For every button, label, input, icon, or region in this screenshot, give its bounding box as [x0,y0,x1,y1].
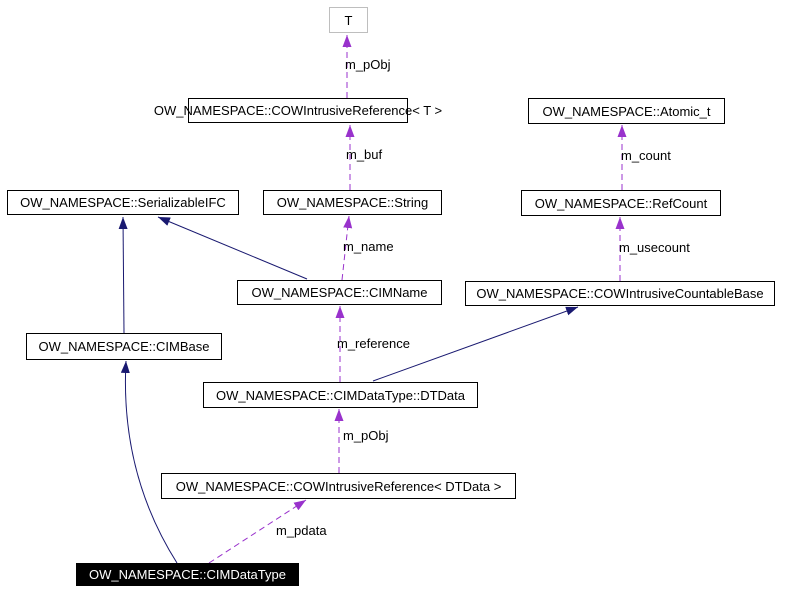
edge-label-m-pobj-t: m_pObj [345,57,391,72]
node-t: T [329,7,368,33]
node-cowintrusivecountablebase[interactable]: OW_NAMESPACE::COWIntrusiveCountableBase [465,281,775,306]
node-atomic-t[interactable]: OW_NAMESPACE::Atomic_t [528,98,725,124]
node-refcount[interactable]: OW_NAMESPACE::RefCount [521,190,721,216]
edge-label-m-count: m_count [621,148,671,163]
node-cowintrusivereference-dtdata[interactable]: OW_NAMESPACE::COWIntrusiveReference< DTD… [161,473,516,499]
node-cowintrusivereference-t[interactable]: OW_NAMESPACE::COWIntrusiveReference< T > [154,98,442,123]
node-string[interactable]: OW_NAMESPACE::String [263,190,442,215]
edge-label-m-buf: m_buf [346,147,383,162]
edge-cimbase-to-serializableifc [118,216,128,334]
node-cimdatatype-dtdata[interactable]: OW_NAMESPACE::CIMDataType::DTData [203,382,478,408]
edge-label-m-pdata: m_pdata [276,523,327,538]
node-cimbase[interactable]: OW_NAMESPACE::CIMBase [26,333,222,360]
edge-label-m-reference: m_reference [337,336,410,351]
edge-m-name [341,215,353,281]
node-cimdatatype-main: OW_NAMESPACE::CIMDataType [76,563,299,586]
edge-label-m-pobj-dtdata: m_pObj [343,428,389,443]
edge-label-m-usecount: m_usecount [619,240,690,255]
node-serializableifc[interactable]: OW_NAMESPACE::SerializableIFC [7,190,239,215]
node-cimname[interactable]: OW_NAMESPACE::CIMName [237,280,442,305]
edge-cimname-to-serializableifc [157,216,308,280]
edge-label-m-name: m_name [343,239,394,254]
edge-cimdatatype-to-cimbase [120,360,178,564]
edge-dtdata-to-cowintrusivecountablebase [372,306,579,382]
